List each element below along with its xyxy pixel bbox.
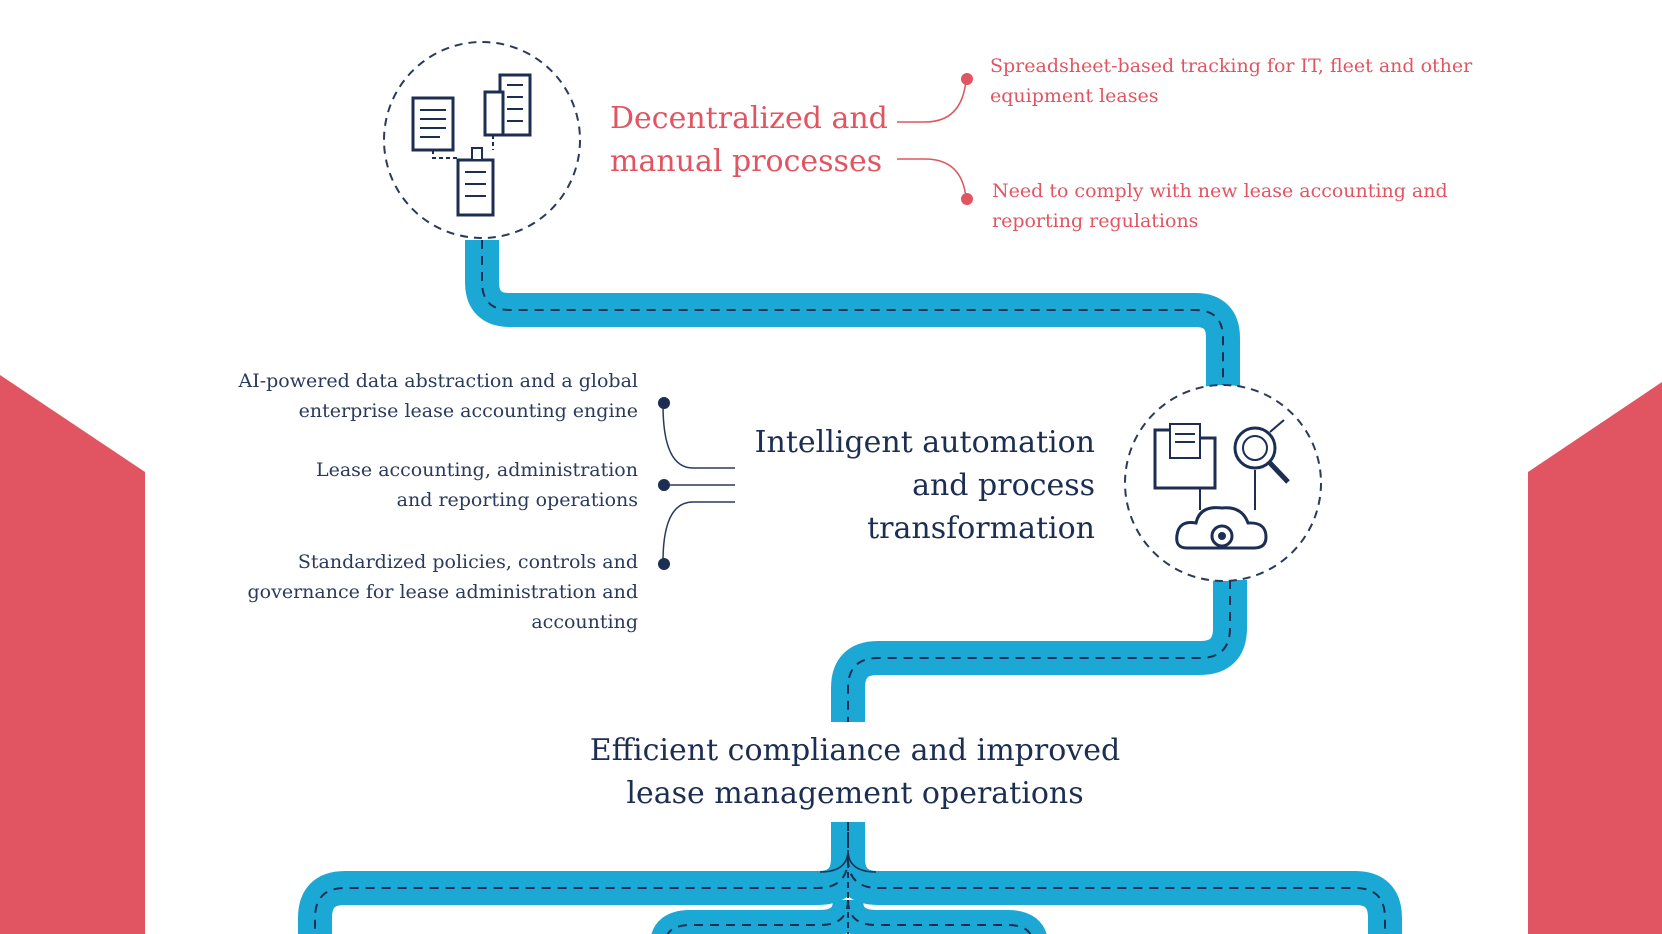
stage2-bullet-middle	[658, 479, 670, 491]
road-middle-centerline	[847, 580, 1231, 722]
road-middle	[831, 580, 1247, 722]
stage2-note-3: Standardized policies, controls and gove…	[150, 547, 638, 637]
stage2-connector-top	[662, 404, 735, 469]
stage1-title-line: Decentralized and	[610, 101, 888, 136]
stage2-connector-bottom	[662, 501, 735, 563]
stage2-note-line: AI-powered data abstraction and a global	[238, 370, 638, 392]
stage1-bullet-bottom	[961, 193, 973, 205]
stage2-title-line: transformation	[867, 511, 1095, 546]
stage2-note-2: Lease accounting, administration and rep…	[150, 455, 638, 515]
stage3-title-line: Efficient compliance and improved	[589, 733, 1121, 768]
right-red-panel	[1528, 382, 1662, 934]
stage1-title-line: manual processes	[610, 144, 883, 179]
stage1-bullet-top	[961, 73, 973, 85]
stage1-note-line: equipment leases	[990, 85, 1159, 107]
stage2-note-line: and reporting operations	[396, 489, 638, 511]
stage2-title-line: and process	[912, 468, 1095, 503]
left-red-panel	[0, 375, 145, 934]
folder-search-cloud-gear-icon	[1124, 384, 1322, 582]
stage1-note-2: Need to comply with new lease accounting…	[992, 176, 1552, 236]
stage2-title-line: Intelligent automation	[754, 425, 1095, 460]
stage1-title: Decentralized and manual processes	[610, 97, 910, 183]
stage2-bullet-top	[658, 397, 670, 409]
documents-buildings-icon	[383, 41, 581, 239]
stage3-title: Efficient compliance and improved lease …	[520, 729, 1190, 815]
stage1-note-line: Spreadsheet-based tracking for IT, fleet…	[990, 55, 1473, 77]
stage2-title: Intelligent automation and process trans…	[705, 421, 1095, 550]
stage2-note-line: governance for lease administration and	[247, 581, 638, 603]
stage1-connector-top	[897, 79, 967, 123]
stage1-connector-bottom	[897, 158, 967, 199]
stage1-note-line: Need to comply with new lease accounting…	[992, 180, 1448, 202]
stage3-title-line: lease management operations	[626, 776, 1084, 811]
stage3-branch-lines	[819, 822, 877, 934]
road-upper-centerline	[481, 240, 1224, 392]
stage2-note-line: enterprise lease accounting engine	[298, 400, 638, 422]
stage2-bullet-bottom	[658, 558, 670, 570]
stage1-note-line: reporting regulations	[992, 210, 1199, 232]
stage2-note-line: Lease accounting, administration	[315, 459, 638, 481]
stage2-note-1: AI-powered data abstraction and a global…	[150, 366, 638, 426]
stage2-note-line: accounting	[531, 611, 638, 633]
road-lower-outer-centerline	[314, 822, 1386, 934]
stage2-note-line: Standardized policies, controls and	[297, 551, 638, 573]
road-lower-inner	[651, 898, 1047, 934]
stage1-note-1: Spreadsheet-based tracking for IT, fleet…	[990, 51, 1570, 111]
